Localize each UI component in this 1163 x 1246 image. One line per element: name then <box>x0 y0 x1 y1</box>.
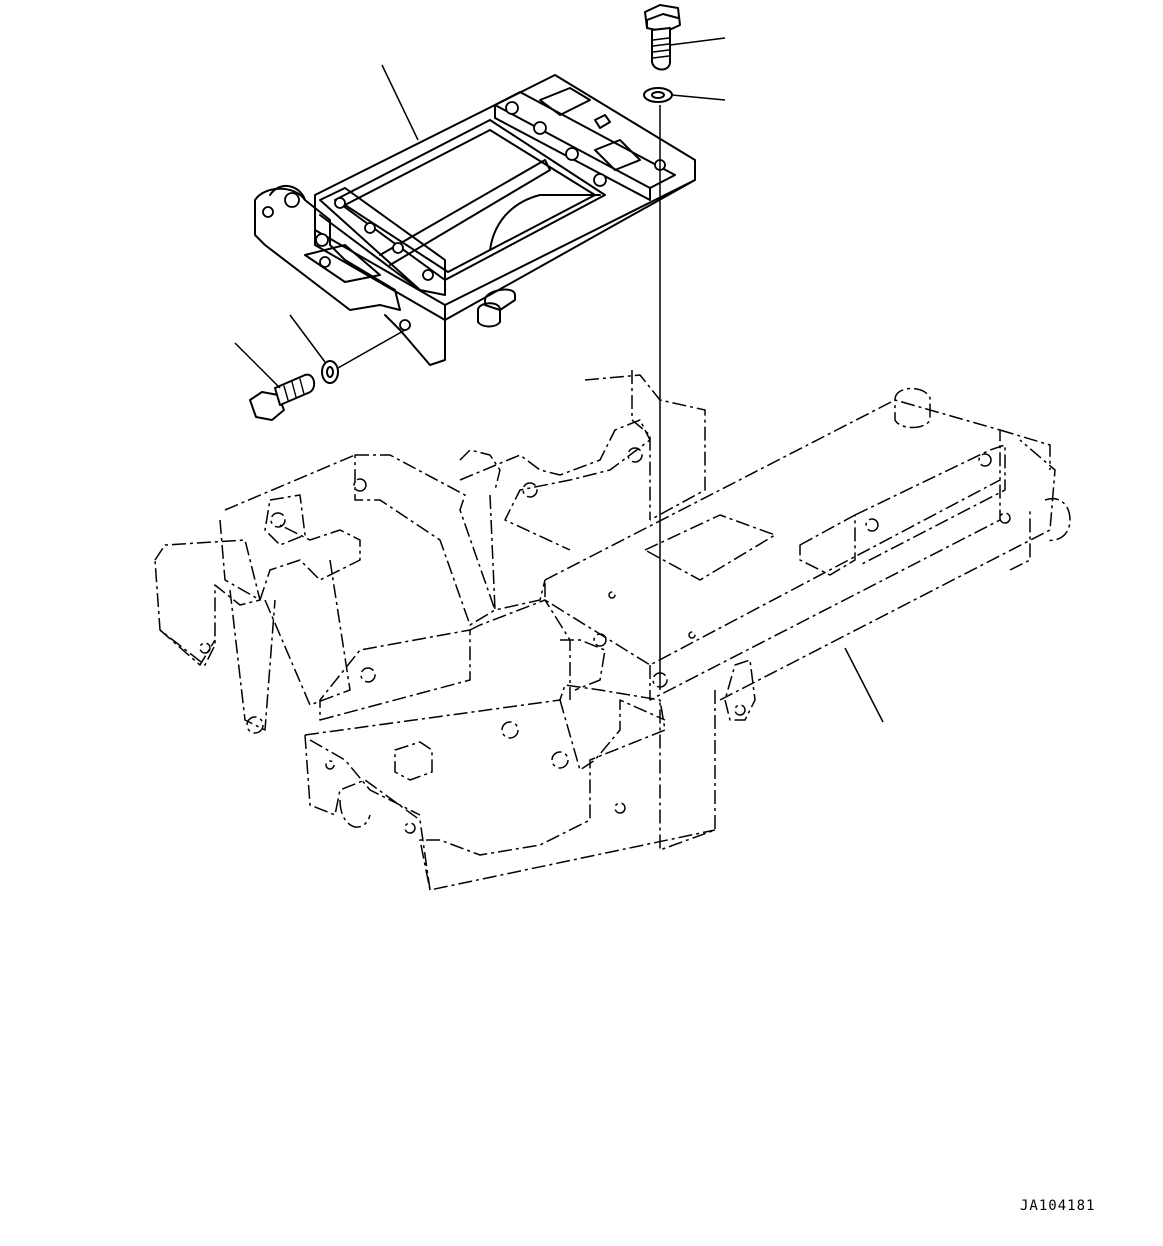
leader-frame <box>844 647 884 723</box>
leader-washer-left <box>289 314 326 363</box>
leader-bolt-left <box>234 342 281 389</box>
washer-upper-right <box>643 87 673 103</box>
leader-washer-right <box>671 94 726 101</box>
mounting-plate-assembly <box>254 74 696 366</box>
bolt-left <box>249 373 316 421</box>
drawing-code: JA104181 <box>1020 1198 1096 1214</box>
assembly-centerline-left <box>337 329 406 369</box>
leader-bolt-right <box>669 37 726 46</box>
callout-leaders <box>234 37 884 723</box>
bolt-upper-right <box>644 4 681 71</box>
frame-assembly <box>154 370 1071 891</box>
leader-plate <box>381 64 419 141</box>
washer-left <box>321 360 339 384</box>
